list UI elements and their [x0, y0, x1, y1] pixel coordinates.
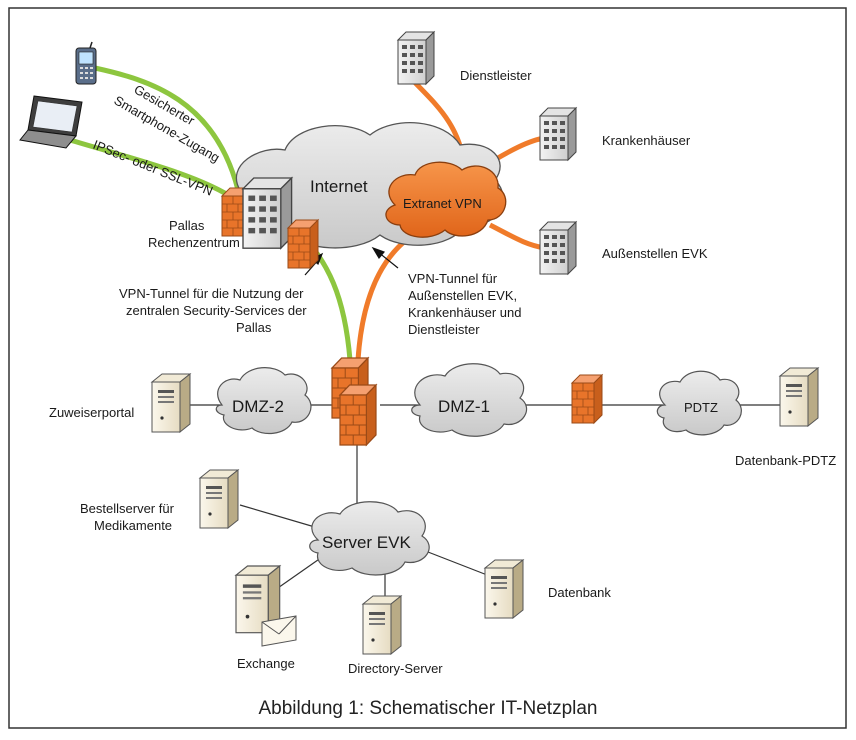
cloud-dmz2: DMZ-2	[215, 367, 312, 435]
annotation-vpn-extranet-3: Krankenhäuser und	[408, 305, 521, 320]
label-directory: Directory-Server	[348, 661, 443, 676]
building-icon-aussenstellen	[539, 221, 577, 275]
cloud-pdtz-label: PDTZ	[684, 400, 718, 415]
cloud-dmz2-label: DMZ-2	[232, 397, 284, 416]
firewall-icon-pdtz	[571, 374, 603, 424]
annotation-vpn-pallas-2: zentralen Security-Services der	[126, 303, 307, 318]
caption-band	[10, 690, 845, 727]
cloud-internet-label: Internet	[310, 177, 368, 196]
label-zuweiserportal: Zuweiserportal	[49, 405, 134, 420]
laptop-icon	[19, 95, 83, 149]
orange-link-aussenstellen	[488, 222, 546, 251]
central-firewall-icon	[331, 357, 377, 446]
annotation-vpn-pallas-1: VPN-Tunnel für die Nutzung der	[119, 286, 304, 301]
label-pallas-2: Rechenzentrum	[148, 235, 240, 250]
annotation-vpn-extranet-2: Außenstellen EVK,	[408, 288, 517, 303]
cloud-server-evk-label: Server EVK	[322, 533, 411, 552]
label-exchange: Exchange	[237, 656, 295, 671]
cloud-pdtz: PDTZ	[656, 370, 742, 436]
server-icon-exchange	[235, 565, 297, 647]
label-datenbank: Datenbank	[548, 585, 611, 600]
link-labels: Gesicherter Smartphone-Zugang IPSec- ode…	[91, 82, 222, 199]
diagram-frame	[8, 7, 847, 729]
annotation-vpn-extranet-4: Dienstleister	[408, 322, 480, 337]
green-link-smartphone	[94, 65, 241, 191]
label-aussenstellen: Außenstellen EVK	[602, 246, 708, 261]
cloud-extranet-label: Extranet VPN	[403, 196, 482, 211]
server-icon-datenbank-pdtz	[779, 367, 819, 427]
cloud-dmz1: DMZ-1	[411, 363, 527, 437]
label-datenbank-pdtz: Datenbank-PDTZ	[735, 453, 836, 468]
building-icon-krankenhaeuser	[539, 107, 577, 161]
annotation-vpn-extranet-1: VPN-Tunnel für	[408, 271, 498, 286]
label-bestellserver-2: Medikamente	[94, 518, 172, 533]
green-link-laptop	[69, 137, 238, 203]
server-icon-datenbank	[484, 559, 524, 619]
label-dienstleister: Dienstleister	[460, 68, 532, 83]
label-krankenhaeuser: Krankenhäuser	[602, 133, 691, 148]
server-icon-bestellserver	[199, 469, 239, 529]
label-bestellserver-1: Bestellserver für	[80, 501, 175, 516]
building-icon-dienstleister	[397, 31, 435, 85]
figure-caption: Abbildung 1: Schematischer IT-Netzplan	[258, 698, 597, 719]
cloud-extranet: Extranet VPN	[385, 161, 507, 238]
annotation-vpn-pallas-3: Pallas	[236, 320, 272, 335]
server-icon-directory	[362, 595, 402, 655]
firewall-icon	[287, 219, 319, 269]
cloud-server-evk: Server EVK	[309, 501, 430, 576]
node-labels: Dienstleister Krankenhäuser Außenstellen…	[49, 68, 836, 676]
annotations: VPN-Tunnel für die Nutzung der zentralen…	[119, 271, 521, 337]
smartphone-icon	[75, 41, 97, 85]
label-pallas-1: Pallas	[169, 218, 205, 233]
cloud-dmz1-label: DMZ-1	[438, 397, 490, 416]
building-icon	[242, 177, 293, 249]
server-icon-zuweiserportal	[151, 373, 191, 433]
